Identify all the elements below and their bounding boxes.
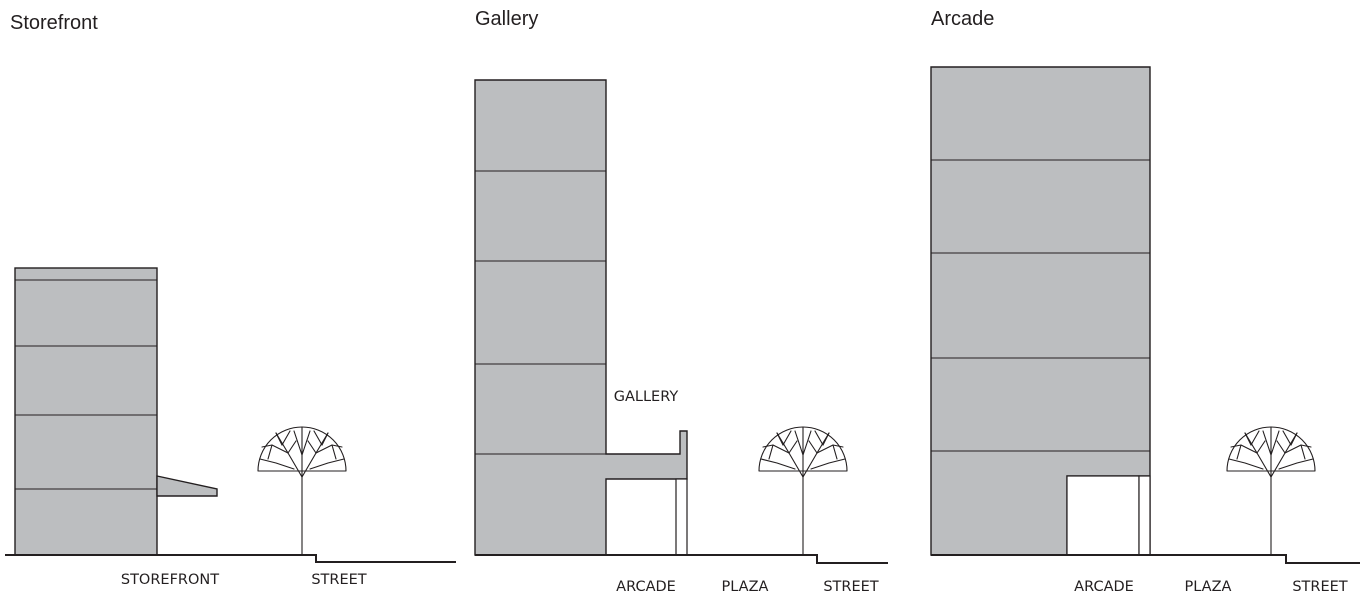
building bbox=[474, 79, 688, 556]
panel-gallery: Gallery GALLERY ARCADE PLAZA STREET bbox=[474, 8, 888, 595]
tree-icon bbox=[1226, 426, 1316, 556]
label-arcade: ARCADE bbox=[616, 579, 676, 595]
label-plaza: PLAZA bbox=[722, 579, 769, 595]
label-gallery: GALLERY bbox=[614, 389, 679, 405]
building bbox=[14, 267, 158, 556]
tree-icon bbox=[758, 426, 848, 556]
ground-line bbox=[5, 554, 456, 563]
arcade-column bbox=[675, 478, 688, 556]
label-street: STREET bbox=[311, 572, 366, 588]
arcade-opening bbox=[1066, 475, 1140, 556]
panel-arcade: Arcade ARCADE PLAZA STREET bbox=[930, 8, 1360, 595]
label-street: STREET bbox=[1292, 579, 1347, 595]
panel-title: Gallery bbox=[475, 8, 538, 30]
tree-icon bbox=[257, 426, 347, 556]
ground-line bbox=[931, 554, 1360, 564]
label-plaza: PLAZA bbox=[1185, 579, 1232, 595]
panel-title: Storefront bbox=[10, 12, 98, 34]
label-arcade: ARCADE bbox=[1074, 579, 1134, 595]
panel-storefront: Storefront STOREFRONT STREET bbox=[5, 12, 456, 588]
arcade-column bbox=[1138, 475, 1151, 556]
label-storefront: STOREFRONT bbox=[121, 572, 219, 588]
ground-line bbox=[475, 554, 888, 564]
panel-title: Arcade bbox=[931, 8, 994, 30]
awning bbox=[156, 475, 218, 497]
label-street: STREET bbox=[823, 579, 878, 595]
